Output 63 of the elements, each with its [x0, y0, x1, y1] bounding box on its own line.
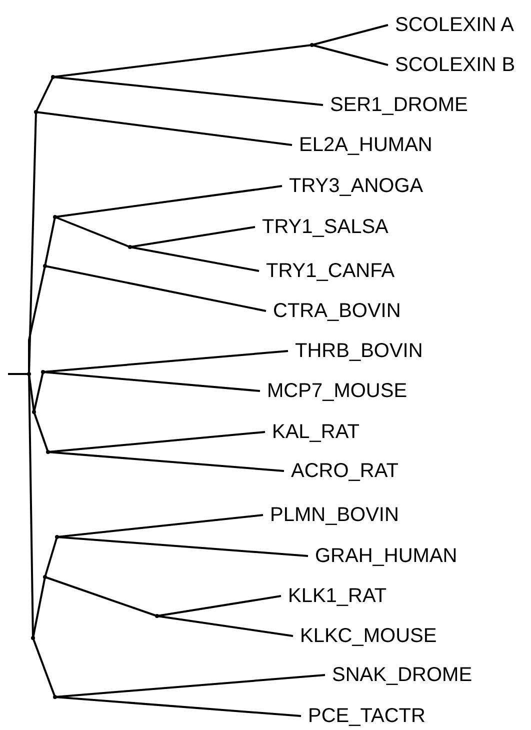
branch-point: [43, 264, 47, 268]
taxon-label: TRY1_SALSA: [255, 216, 388, 238]
branch-line: [33, 372, 44, 412]
branch-point: [155, 614, 159, 618]
branch-line: [54, 185, 282, 218]
taxon-label: SCOLEXIN B: [388, 54, 516, 76]
branch-line: [36, 111, 292, 146]
branch-line: [54, 696, 302, 717]
taxon-label: ACRO_RAT: [284, 460, 398, 482]
branch-line: [44, 576, 158, 617]
branch-line: [312, 44, 388, 66]
branch-line: [48, 431, 266, 453]
branch-line: [42, 371, 260, 392]
branch-point: [46, 450, 50, 454]
branch-line: [156, 595, 282, 617]
branch-point: [32, 410, 36, 414]
branch-line: [130, 246, 260, 272]
branch-point: [41, 370, 45, 374]
taxon-label: KLK1_RAT: [281, 585, 387, 607]
branch-line: [56, 514, 264, 538]
branch-line: [28, 374, 35, 412]
branch-point: [310, 43, 314, 47]
branch-point: [43, 575, 47, 579]
branch-line: [44, 216, 56, 266]
taxon-label: SCOLEXIN A: [388, 14, 514, 36]
taxon-label: PCE_TACTR: [301, 705, 426, 727]
branch-line: [312, 24, 388, 46]
branch-line: [48, 451, 284, 472]
branch-line: [44, 265, 266, 312]
taxon-label: THRB_BOVIN: [288, 340, 423, 362]
branch-line: [32, 576, 46, 638]
taxon-label: KAL_RAT: [265, 421, 360, 443]
branch-line: [28, 374, 34, 638]
taxon-label: GRAH_HUMAN: [308, 545, 458, 567]
taxon-label: TRY3_ANOGA: [282, 175, 424, 197]
taxon-label: SER1_DROME: [323, 94, 468, 116]
taxon-label: SNAK_DROME: [325, 664, 472, 686]
branch-line: [28, 266, 46, 374]
taxon-label: EL2A_HUMAN: [292, 134, 432, 156]
branch-point: [55, 535, 59, 539]
branch-line: [8, 373, 29, 375]
branch-point: [53, 215, 57, 219]
branch-line: [56, 536, 308, 557]
taxon-label: TRY1_CANFA: [259, 260, 395, 282]
taxon-label: CTRA_BOVIN: [266, 300, 401, 322]
branch-line: [130, 226, 256, 248]
branch-line: [44, 536, 58, 578]
branch-line: [35, 76, 54, 112]
taxon-label: PLMN_BOVIN: [263, 504, 399, 526]
branch-line: [156, 615, 294, 637]
branch-point: [27, 372, 31, 376]
branch-line: [32, 638, 56, 698]
branch-point: [31, 636, 35, 640]
taxon-label: KLKC_MOUSE: [293, 625, 437, 647]
taxon-label: MCP7_MOUSE: [260, 380, 408, 402]
branch-line: [52, 44, 312, 78]
branch-line: [52, 76, 324, 106]
branch-point: [128, 245, 132, 249]
branch-point: [53, 695, 57, 699]
branch-point: [51, 75, 55, 79]
branch-line: [54, 216, 130, 248]
branch-line: [33, 412, 49, 452]
branch-point: [34, 110, 38, 114]
